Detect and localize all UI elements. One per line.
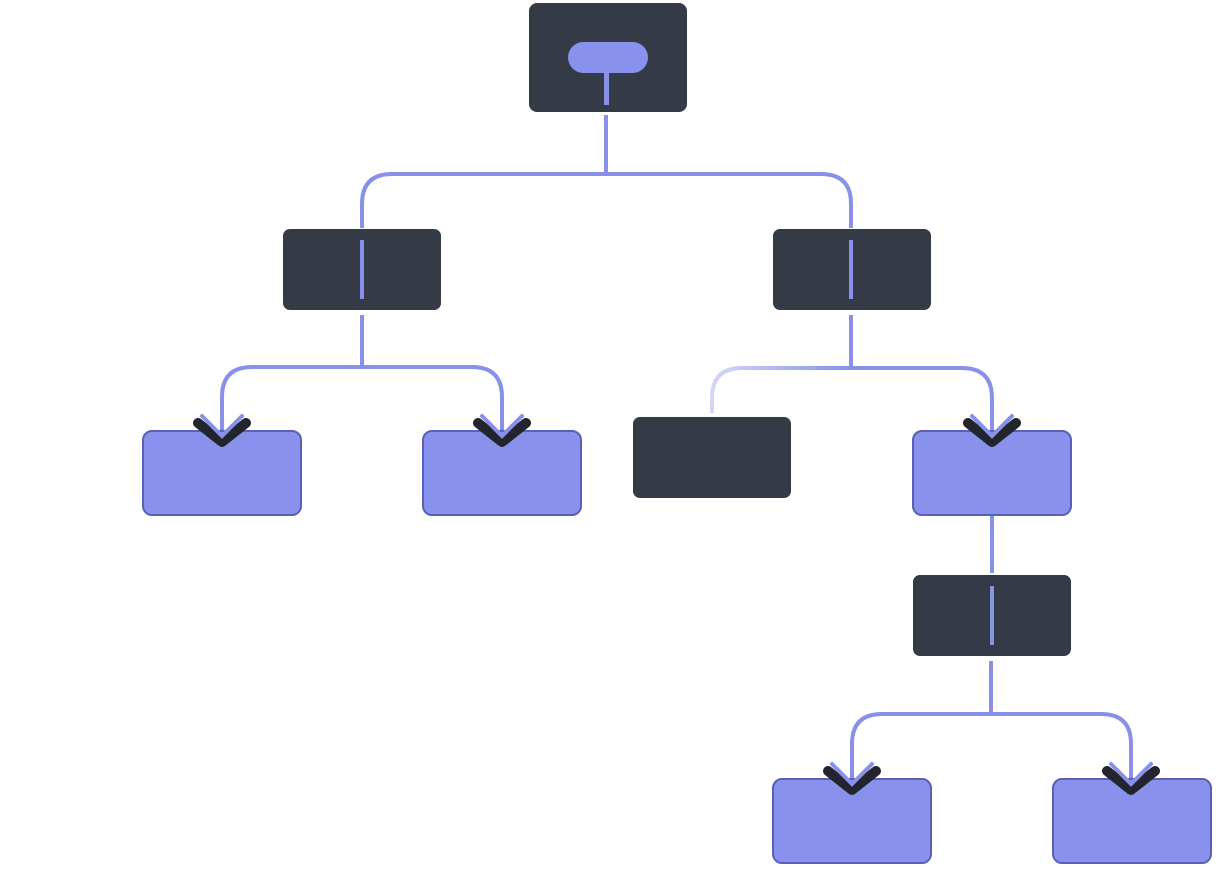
- arrow-down-icon: [823, 762, 881, 795]
- connector-right-faded: [710, 366, 851, 413]
- arrow-down-icon: [1102, 762, 1160, 795]
- connector-lower-branches: [850, 712, 1133, 786]
- connector-left-branches: [220, 365, 504, 438]
- node-right: [773, 229, 931, 310]
- arrow-down-icon: [473, 414, 531, 447]
- leaf-node: [422, 430, 582, 516]
- connectors: [220, 115, 1133, 786]
- connector-right-to-leaf: [851, 366, 994, 438]
- node-lower: [913, 575, 1071, 656]
- node-faded-branch: [633, 417, 791, 498]
- root-node: [529, 3, 687, 112]
- arrow-down-icon: [193, 414, 251, 447]
- leaf-node: [912, 430, 1072, 516]
- leaf-node: [1052, 778, 1212, 864]
- node-left: [283, 229, 441, 310]
- arrow-down-icon: [963, 414, 1021, 447]
- leaf-node: [142, 430, 302, 516]
- connector-root-branches: [360, 172, 853, 228]
- pill-icon: [568, 42, 648, 73]
- leaf-node: [772, 778, 932, 864]
